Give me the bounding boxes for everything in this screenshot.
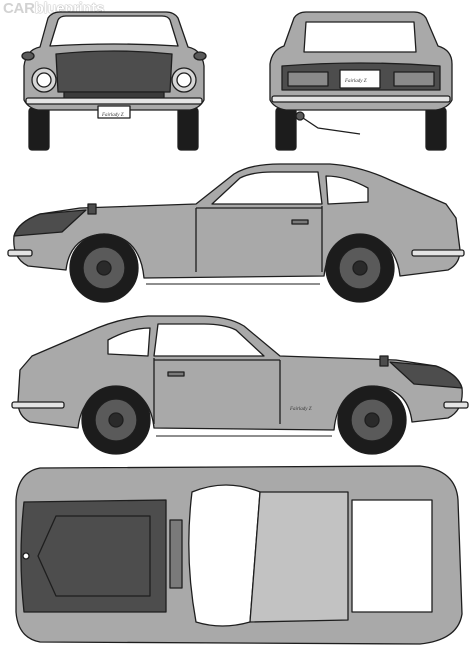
top-hatch-window bbox=[351, 499, 433, 613]
front-windshield bbox=[49, 15, 179, 47]
top-hood-bulge bbox=[37, 515, 151, 597]
side-left-door-line bbox=[195, 206, 323, 272]
side-right-door-line bbox=[153, 358, 281, 424]
side-right-window-front bbox=[153, 323, 265, 357]
side-left-nose-dark bbox=[13, 209, 87, 237]
front-plate bbox=[97, 105, 131, 119]
side-right-nose-dark bbox=[389, 361, 463, 389]
rear-bumper bbox=[271, 95, 451, 103]
rear-badge-script: Fairlady Z bbox=[344, 79, 367, 84]
side-left-window-rear bbox=[325, 175, 369, 205]
front-hood-panel bbox=[55, 50, 173, 93]
side-right-window-rear bbox=[107, 327, 151, 357]
side-left-rear-bumper bbox=[411, 249, 465, 257]
front-mirror-right bbox=[193, 51, 207, 61]
top-windshield bbox=[188, 484, 261, 627]
side-right-rear-bumper bbox=[11, 401, 65, 409]
rear-taillight-right bbox=[393, 71, 435, 87]
rear-plate bbox=[339, 69, 381, 89]
side-left-door-handle bbox=[291, 219, 309, 225]
side-left-mirror bbox=[87, 203, 97, 215]
top-emblem bbox=[22, 552, 30, 560]
side-right-mirror bbox=[379, 355, 389, 367]
front-badge-script: Fairlady Z bbox=[101, 113, 124, 118]
side-right-badge-script: Fairlady Z bbox=[289, 407, 312, 412]
top-cowl-vent bbox=[169, 519, 183, 589]
side-left-window-front bbox=[211, 171, 323, 205]
rear-taillight-left bbox=[287, 71, 329, 87]
side-right-door-handle bbox=[167, 371, 185, 377]
rear-exhaust bbox=[299, 115, 361, 135]
front-bumper bbox=[25, 97, 203, 105]
top-hood-dark bbox=[20, 499, 167, 613]
side-left-front-bumper bbox=[7, 249, 33, 257]
side-right-front-bumper bbox=[443, 401, 469, 409]
watermark-word-car: CAR bbox=[3, 0, 35, 17]
top-roof bbox=[249, 491, 349, 623]
front-mirror-left bbox=[21, 51, 35, 61]
rear-window bbox=[303, 21, 417, 53]
